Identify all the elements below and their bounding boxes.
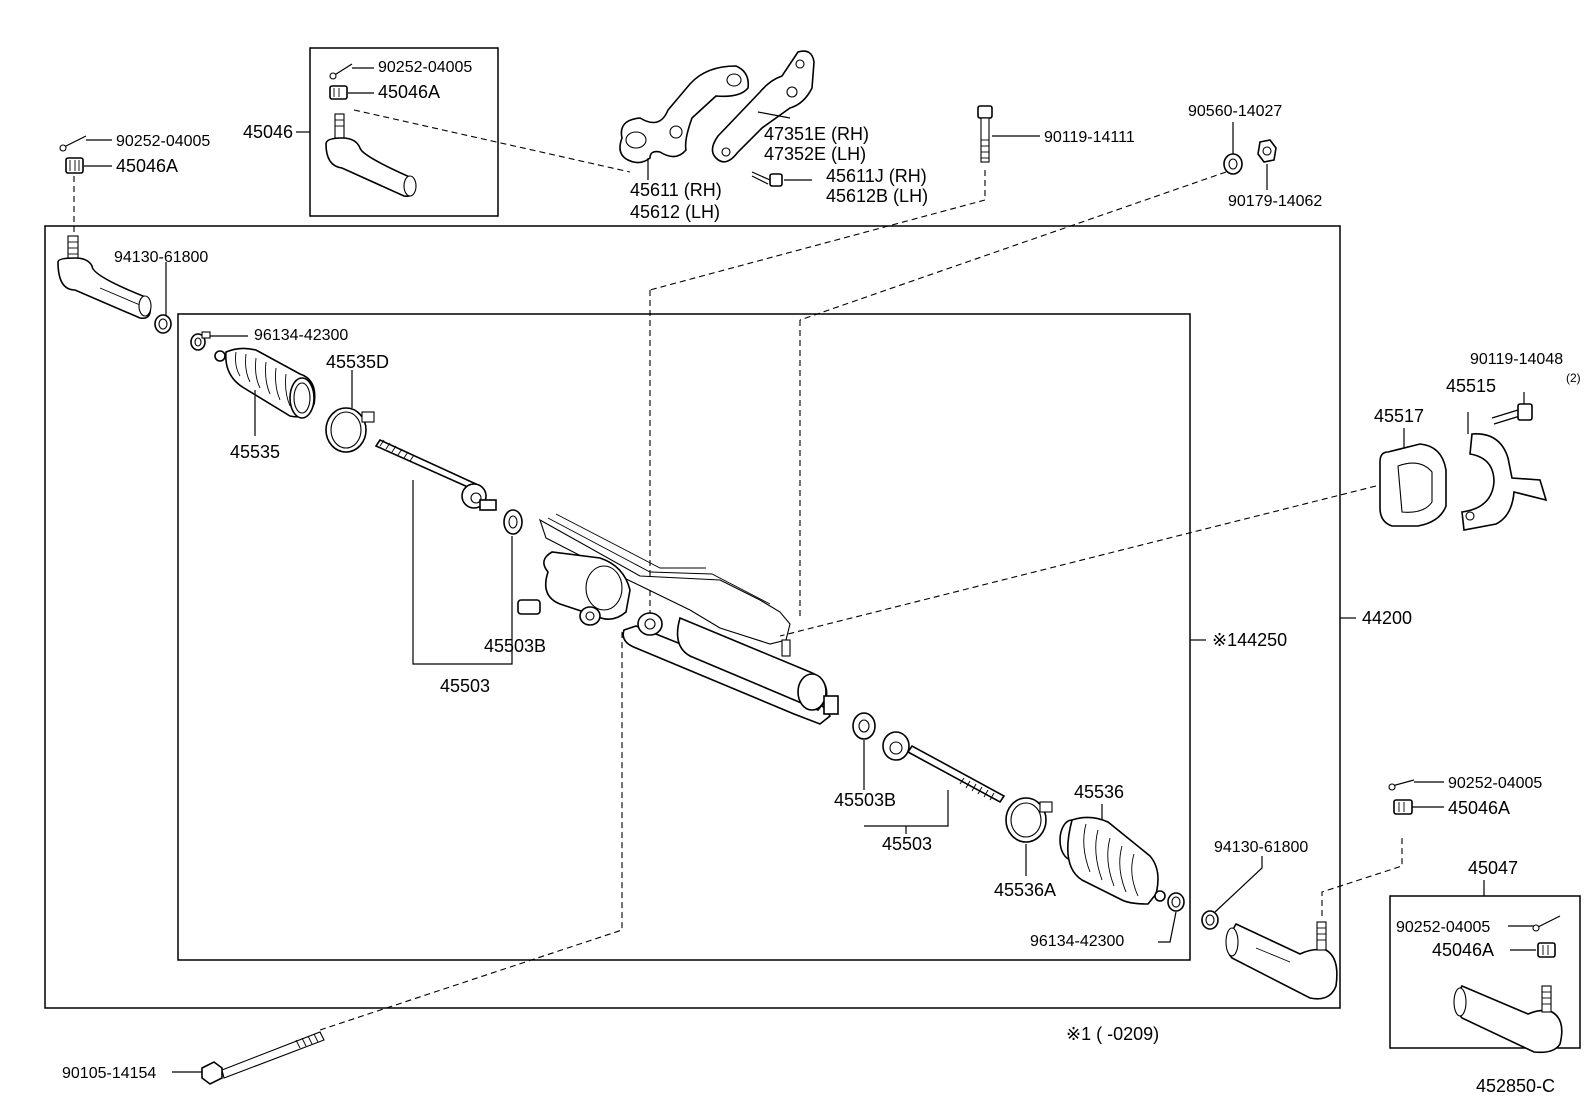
rack-boot-right-icon [1059,816,1166,905]
castle-nut-kit-right-icon [1537,942,1556,958]
part-number-label: 90560-14027 [1188,103,1282,120]
cotter-pin-right-icon [1388,779,1415,791]
bracket-bolt-icon [751,171,783,187]
part-number-label: 45503B [484,636,546,656]
part-number-label: 94130-61800 [114,249,208,266]
part-number-label: 47351E (RH) [764,124,869,144]
part-number-label: 45611J (RH) [826,166,927,186]
part-number-label: 45046A [1432,940,1494,960]
claw-washer-left-icon [503,509,523,535]
castle-nut-left-icon [65,157,84,174]
tie-rod-end-left-icon [57,235,152,320]
tie-rod-end-kit-right-icon [1453,985,1563,1054]
tie-rod-end-kit-frame-right [1389,895,1581,1049]
bracket-clamp-icon [1461,433,1548,531]
part-number-label: 90252-04005 [378,59,472,76]
part-number-label: 45611 (RH) [630,180,722,200]
boot-clamp-right-icon [1167,892,1185,912]
tie-rod-end-right-icon [1225,921,1338,1000]
knuckle-bracket-icon [711,50,815,163]
tie-rod-end-kit-left-icon [325,113,417,198]
part-number-label: 45536A [994,880,1056,900]
part-number-label: 94130-61800 [1214,839,1308,856]
part-number-label: 45046A [1448,798,1510,818]
washer-top-icon [1223,153,1243,175]
part-number-label: 47352E (LH) [764,144,866,164]
part-number-label: 45535D [326,352,389,372]
part-number-label: ※144250 [1212,630,1287,650]
part-number-label: 45515 [1446,376,1496,396]
long-bolt-icon [201,1031,325,1085]
gear-assembly-frame-44200 [44,225,1341,1009]
applicability-footnote: ※1 ( -0209) [1066,1024,1159,1044]
part-number-label: 45046 [243,122,293,142]
part-number-label: 44200 [1362,608,1412,628]
lock-nut-right-icon [1201,910,1219,930]
part-number-quantity: (2) [1566,371,1581,385]
cotter-pin-kit-right-icon [1532,915,1561,932]
part-number-label: 96134-42300 [1030,933,1124,950]
part-number-label: 45536 [1074,782,1124,802]
part-number-label: 45046A [378,82,440,102]
tie-rod-right-icon [882,731,1006,804]
part-number-label: 45047 [1468,858,1518,878]
part-number-label: 45503 [440,676,490,696]
part-number-label: 45517 [1374,406,1424,426]
boot-clamp-left-icon [190,331,211,351]
part-number-label: 45046A [116,156,178,176]
claw-washer-right-icon [852,712,876,740]
cotter-pin-kit-left-icon [329,63,353,80]
tie-rod-left-icon [374,438,497,511]
bracket-cushion-icon [1379,443,1447,527]
lock-nut-left-icon [154,314,172,334]
part-number-label: 90179-14062 [1228,193,1322,210]
part-number-label: 90252-04005 [116,133,210,150]
part-number-label: 45535 [230,442,280,462]
part-number-label: 90105-14154 [62,1065,156,1082]
part-number-label: 45503 [882,834,932,854]
castle-nut-kit-left-icon [329,85,348,100]
steering-gear-housing-icon [517,513,839,725]
nut-top-icon [1257,139,1277,163]
cotter-pin-left-icon [59,135,87,152]
boot-clip-right-icon [1005,797,1053,843]
knuckle-arm-icon [619,65,750,164]
part-number-label: 45612 (LH) [630,202,720,222]
gear-subassembly-frame-44250 [177,313,1191,961]
part-number-label: 45612B (LH) [826,186,928,206]
boot-clip-left-icon [325,407,375,453]
part-number-label: 96134-42300 [254,327,348,344]
castle-nut-right-icon [1393,799,1413,815]
part-number-label: 90252-04005 [1448,775,1542,792]
part-number-label: 90119-14048 [1470,351,1563,368]
part-number-label: 45503B [834,790,896,810]
flange-bolt-top-icon [977,105,993,163]
bracket-bolt-right-icon [1491,403,1533,425]
part-number-label: 90252-04005 [1396,919,1490,936]
figure-code: 452850-C [1476,1076,1555,1096]
rack-boot-left-icon [214,347,316,419]
part-number-label: 90119-14111 [1044,129,1135,146]
